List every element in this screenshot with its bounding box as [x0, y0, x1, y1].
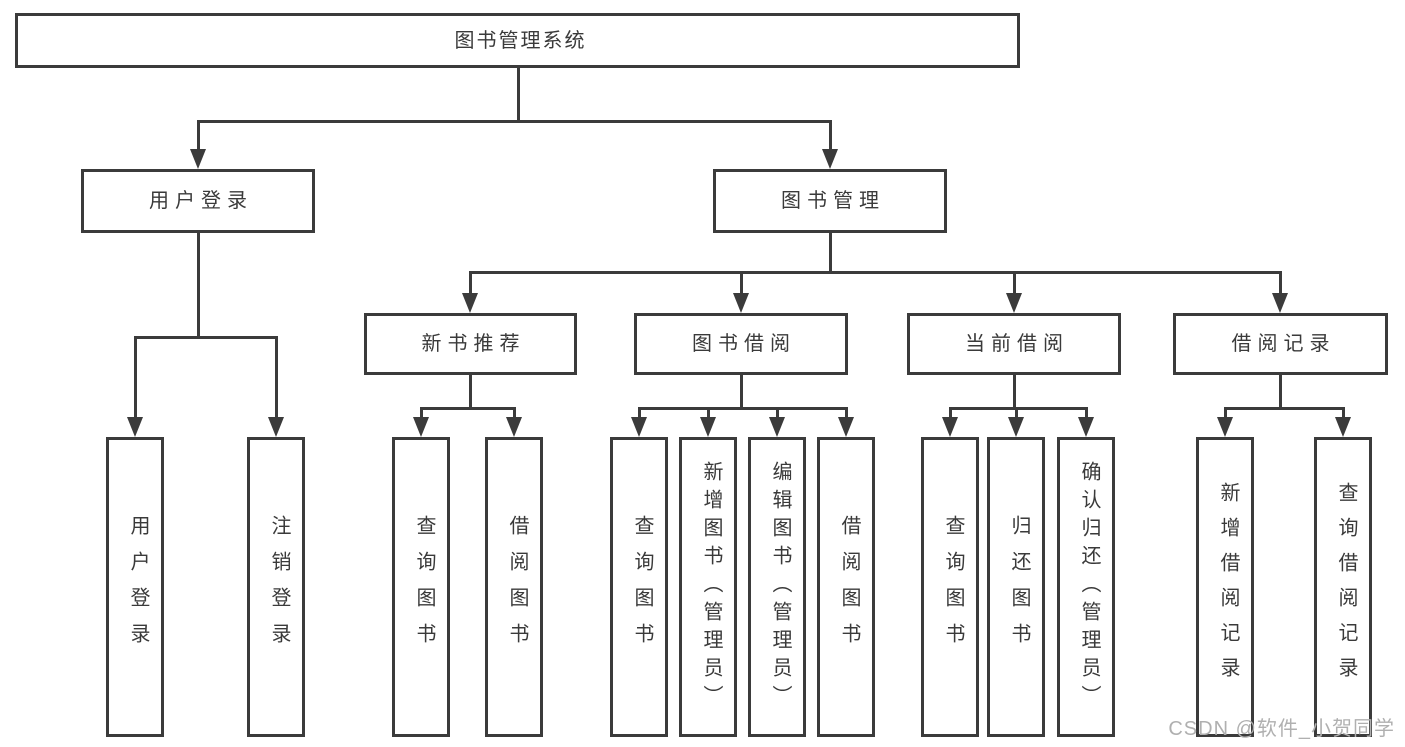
arrowhead-down-icon: [1272, 293, 1288, 313]
connector-line: [468, 375, 472, 410]
node-label: 图书管理: [781, 190, 885, 212]
watermark: CSDN @软件_小贺同学: [1168, 718, 1395, 740]
leaf-label: 编辑图书（管理员）: [769, 461, 791, 713]
node-label: 借阅记录: [1231, 333, 1336, 355]
connector-line: [468, 271, 472, 295]
connector-line: [1278, 271, 1282, 295]
leaf-label: 查询图书: [942, 515, 964, 659]
connector-line: [274, 336, 278, 421]
node-label: 用户登录: [149, 190, 253, 212]
leaf-label: 借阅图书: [506, 515, 528, 659]
arrowhead-down-icon: [268, 417, 284, 437]
connector-line: [844, 407, 848, 421]
connector-line: [133, 336, 137, 421]
connector-line: [1084, 407, 1088, 421]
node-label: 当前借阅: [965, 333, 1069, 355]
node-borrowing-records: 借阅记录: [1173, 313, 1388, 375]
node-user-login: 用户登录: [81, 169, 315, 233]
arrowhead-down-icon: [413, 417, 429, 437]
node-new-book-recommend: 新书推荐: [364, 313, 577, 375]
node-current-borrowing: 当前借阅: [907, 313, 1121, 375]
connector-line: [1012, 271, 1016, 295]
leaf-borrowing-add-book: 新增图书（管理员）: [679, 437, 737, 737]
leaf-label: 注销登录: [268, 515, 290, 659]
leaf-label: 用户登录: [127, 515, 149, 659]
arrowhead-down-icon: [942, 417, 958, 437]
leaf-label: 确认归还（管理员）: [1078, 461, 1100, 713]
leaf-records-query-record: 查询借阅记录: [1314, 437, 1372, 737]
connector-line: [1341, 407, 1345, 421]
connector-line: [706, 407, 710, 421]
arrowhead-down-icon: [190, 149, 206, 169]
leaf-recommend-borrow-book: 借阅图书: [485, 437, 543, 737]
connector-line: [739, 271, 743, 295]
connector-line: [1223, 407, 1345, 410]
connector-line: [196, 233, 200, 339]
node-book-management: 图书管理: [713, 169, 947, 233]
leaf-label: 查询借阅记录: [1335, 482, 1357, 692]
connector-line: [196, 120, 200, 151]
connector-line: [133, 336, 278, 339]
leaf-current-confirm-return: 确认归还（管理员）: [1057, 437, 1115, 737]
leaf-records-add-record: 新增借阅记录: [1196, 437, 1254, 737]
connector-line: [468, 271, 1282, 274]
connector-line: [739, 375, 743, 410]
node-book-borrowing: 图书借阅: [634, 313, 848, 375]
leaf-user-login: 用户登录: [106, 437, 164, 737]
arrowhead-down-icon: [1078, 417, 1094, 437]
connector-line: [637, 407, 641, 421]
leaf-current-return-book: 归还图书: [987, 437, 1045, 737]
connector-line: [516, 68, 520, 122]
arrowhead-down-icon: [822, 149, 838, 169]
arrowhead-down-icon: [631, 417, 647, 437]
connector-line: [828, 233, 832, 274]
arrowhead-down-icon: [127, 417, 143, 437]
arrowhead-down-icon: [838, 417, 854, 437]
leaf-borrowing-borrow-book: 借阅图书: [817, 437, 875, 737]
connector-line: [948, 407, 1088, 410]
connector-line: [948, 407, 952, 421]
connector-line: [1278, 375, 1282, 410]
leaf-borrowing-query-book: 查询图书: [610, 437, 668, 737]
node-library-system: 图书管理系统: [15, 13, 1020, 68]
leaf-recommend-query-book: 查询图书: [392, 437, 450, 737]
node-label: 图书借阅: [692, 333, 796, 355]
leaf-borrowing-edit-book: 编辑图书（管理员）: [748, 437, 806, 737]
node-label: 图书管理系统: [454, 29, 587, 52]
node-label: 新书推荐: [421, 333, 526, 355]
connector-line: [1223, 407, 1227, 421]
arrowhead-down-icon: [506, 417, 522, 437]
arrowhead-down-icon: [1006, 293, 1022, 313]
arrowhead-down-icon: [462, 293, 478, 313]
arrowhead-down-icon: [733, 293, 749, 313]
arrowhead-down-icon: [1008, 417, 1024, 437]
connector-line: [637, 407, 848, 410]
connector-line: [512, 407, 516, 421]
leaf-current-query-book: 查询图书: [921, 437, 979, 737]
leaf-logout: 注销登录: [247, 437, 305, 737]
connector-line: [828, 120, 832, 151]
leaf-label: 新增图书（管理员）: [700, 461, 722, 713]
leaf-label: 新增借阅记录: [1217, 482, 1239, 692]
connector-line: [1012, 375, 1016, 410]
connector-line: [196, 120, 832, 123]
connector-line: [419, 407, 516, 410]
arrowhead-down-icon: [1335, 417, 1351, 437]
connector-line: [1014, 407, 1018, 421]
arrowhead-down-icon: [1217, 417, 1233, 437]
leaf-label: 查询图书: [631, 515, 653, 659]
leaf-label: 借阅图书: [838, 515, 860, 659]
connector-line: [775, 407, 779, 421]
leaf-label: 查询图书: [413, 515, 435, 659]
arrowhead-down-icon: [769, 417, 785, 437]
leaf-label: 归还图书: [1008, 515, 1030, 659]
connector-line: [419, 407, 423, 421]
arrowhead-down-icon: [700, 417, 716, 437]
